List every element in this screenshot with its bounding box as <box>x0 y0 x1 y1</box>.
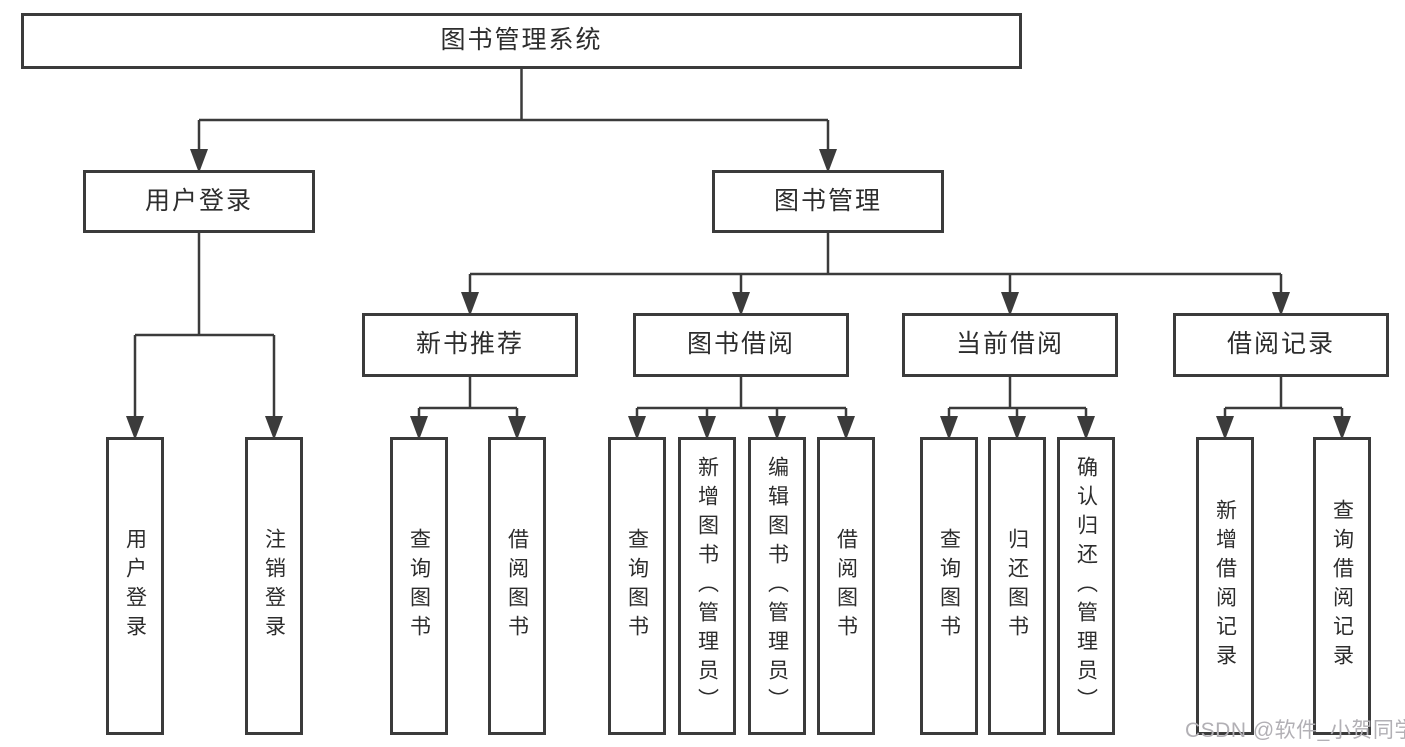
node-new-book-rec: 新书推荐 <box>362 313 578 377</box>
node-label: 新书推荐 <box>415 330 524 359</box>
node-label: 查询图书 <box>937 528 961 644</box>
arrowhead-icon <box>1272 292 1290 316</box>
node-user-login: 用户登录 <box>83 170 315 233</box>
arrowhead-icon <box>698 416 716 440</box>
node-label: 新增图书（管理员） <box>695 455 719 717</box>
arrowhead-icon <box>265 416 283 440</box>
arrowhead-icon <box>1001 292 1019 316</box>
node-leaf-user-login: 用户登录 <box>106 437 164 735</box>
node-current-borrow: 当前借阅 <box>902 313 1118 377</box>
node-leaf-bb-add: 新增图书（管理员） <box>678 437 736 735</box>
node-label: 注销登录 <box>262 528 286 644</box>
connector-root <box>190 69 837 173</box>
connector-user-login <box>126 233 283 440</box>
connector-book-borrow <box>628 377 855 440</box>
node-label: 查询图书 <box>407 528 431 644</box>
node-label: 归还图书 <box>1005 528 1029 644</box>
node-label: 确认归还（管理员） <box>1074 455 1098 717</box>
node-label: 查询借阅记录 <box>1330 499 1354 673</box>
node-label: 图书借阅 <box>686 330 795 359</box>
node-leaf-nbr-borrow: 借阅图书 <box>488 437 546 735</box>
node-label: 图书管理 <box>773 186 882 215</box>
connector-current-borrow <box>940 377 1095 440</box>
arrowhead-icon <box>628 416 646 440</box>
node-label: 新增借阅记录 <box>1213 499 1237 673</box>
node-label: 查询图书 <box>625 528 649 644</box>
node-leaf-br-query: 查询借阅记录 <box>1313 437 1371 735</box>
arrowhead-icon <box>410 416 428 440</box>
node-label: 图书管理系统 <box>440 26 603 55</box>
arrowhead-icon <box>461 292 479 316</box>
arrowhead-icon <box>126 416 144 440</box>
arrowhead-icon <box>1008 416 1026 440</box>
arrowhead-icon <box>1077 416 1095 440</box>
connector-borrow-record <box>1216 377 1351 440</box>
node-label: 借阅记录 <box>1226 330 1335 359</box>
node-leaf-bb-borrow: 借阅图书 <box>817 437 875 735</box>
arrowhead-icon <box>837 416 855 440</box>
node-leaf-logout: 注销登录 <box>245 437 303 735</box>
arrowhead-icon <box>190 149 208 173</box>
node-leaf-cb-confirm: 确认归还（管理员） <box>1057 437 1115 735</box>
node-label: 借阅图书 <box>505 528 529 644</box>
csdn-watermark: CSDN @软件_小贺同学 <box>1185 719 1405 742</box>
arrowhead-icon <box>508 416 526 440</box>
node-book-mgmt: 图书管理 <box>712 170 944 233</box>
arrowhead-icon <box>732 292 750 316</box>
arrowhead-icon <box>768 416 786 440</box>
node-leaf-bb-edit: 编辑图书（管理员） <box>748 437 806 735</box>
node-label: 借阅图书 <box>834 528 858 644</box>
node-leaf-bb-query: 查询图书 <box>608 437 666 735</box>
connector-book-mgmt <box>461 233 1290 316</box>
node-leaf-br-add: 新增借阅记录 <box>1196 437 1254 735</box>
arrowhead-icon <box>819 149 837 173</box>
node-leaf-nbr-query: 查询图书 <box>390 437 448 735</box>
node-borrow-record: 借阅记录 <box>1173 313 1389 377</box>
node-label: 用户登录 <box>123 528 147 644</box>
connector-new-book-rec <box>410 377 526 440</box>
arrowhead-icon <box>1333 416 1351 440</box>
node-label: 用户登录 <box>144 186 253 215</box>
node-label: 编辑图书（管理员） <box>765 455 789 717</box>
node-leaf-cb-query: 查询图书 <box>920 437 978 735</box>
node-root: 图书管理系统 <box>21 13 1022 69</box>
arrowhead-icon <box>1216 416 1234 440</box>
node-leaf-cb-return: 归还图书 <box>988 437 1046 735</box>
node-label: 当前借阅 <box>955 330 1064 359</box>
arrowhead-icon <box>940 416 958 440</box>
node-book-borrow: 图书借阅 <box>633 313 849 377</box>
